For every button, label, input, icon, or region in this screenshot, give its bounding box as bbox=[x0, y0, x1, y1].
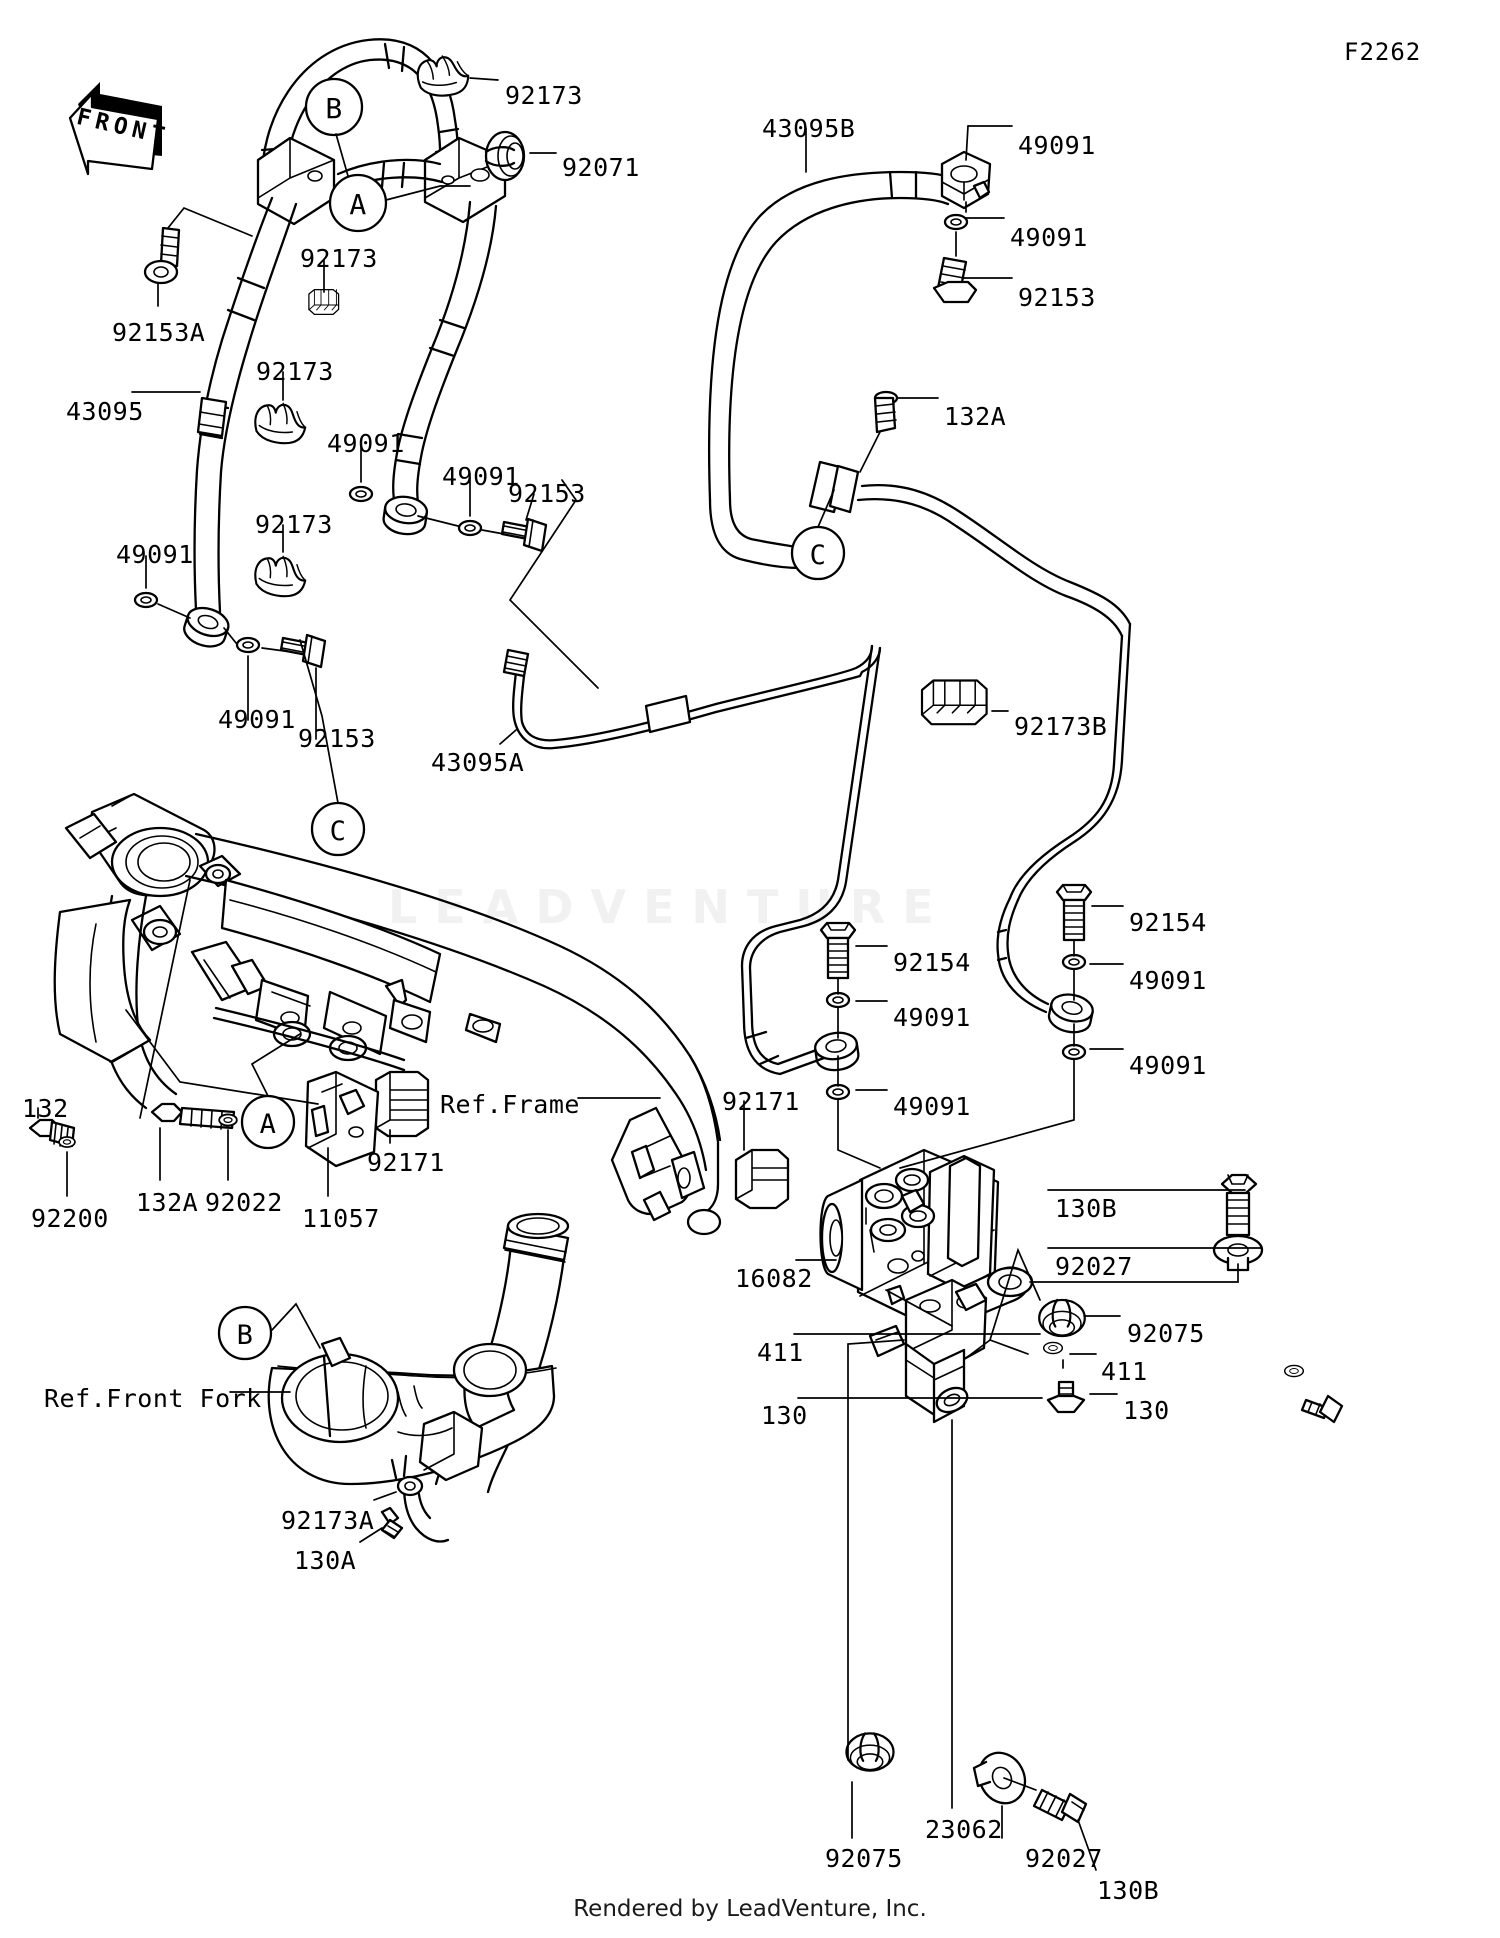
callout-c-2: C bbox=[329, 816, 347, 847]
clip-92173-top bbox=[413, 51, 473, 102]
grommet-92075-right bbox=[1038, 1298, 1086, 1338]
brake-hose-43095B bbox=[707, 150, 1132, 1037]
front-direction-arrow bbox=[68, 82, 162, 176]
part-label-49091: 49091 bbox=[442, 462, 520, 491]
washer-92200 bbox=[58, 1136, 76, 1148]
part-label-43095b: 43095B bbox=[762, 114, 856, 143]
part-label-49091: 49091 bbox=[218, 705, 296, 734]
part-label-92071: 92071 bbox=[562, 153, 640, 182]
bracket-11057 bbox=[304, 1070, 380, 1168]
part-label-92171: 92171 bbox=[722, 1087, 800, 1116]
part-label-43095a: 43095A bbox=[431, 748, 525, 777]
part-label-130a: 130A bbox=[294, 1546, 357, 1575]
clip-92173A bbox=[390, 1454, 450, 1543]
part-label-92075: 92075 bbox=[825, 1844, 903, 1873]
part-label-92153a: 92153A bbox=[112, 318, 206, 347]
part-label-92200: 92200 bbox=[31, 1204, 109, 1233]
part-label-411: 411 bbox=[757, 1338, 804, 1367]
washer-411-right bbox=[1283, 1364, 1305, 1378]
part-label-132: 132 bbox=[22, 1094, 69, 1123]
callout-c-1: C bbox=[809, 540, 827, 571]
part-label-92173: 92173 bbox=[505, 81, 583, 110]
bolt-130-left bbox=[1046, 1380, 1086, 1414]
part-label-49091: 49091 bbox=[1129, 966, 1207, 995]
part-label-49091: 49091 bbox=[116, 540, 194, 569]
washer-92027-upper bbox=[1212, 1234, 1264, 1272]
ref-front-fork-label: Ref.Front Fork bbox=[44, 1384, 262, 1413]
callout-b-1: B bbox=[325, 92, 343, 125]
leader-lines bbox=[37, 77, 1263, 1871]
part-label-132a: 132A bbox=[136, 1188, 199, 1217]
part-label-49091: 49091 bbox=[327, 429, 405, 458]
part-label-92173: 92173 bbox=[255, 510, 333, 539]
part-label-130b: 130B bbox=[1055, 1194, 1118, 1223]
part-label-49091: 49091 bbox=[893, 1092, 971, 1121]
part-label-92153: 92153 bbox=[1018, 283, 1096, 312]
part-label-49091: 49091 bbox=[893, 1003, 971, 1032]
part-label-92173a: 92173A bbox=[281, 1506, 375, 1535]
part-label-92153: 92153 bbox=[298, 724, 376, 753]
clip-92173-upper bbox=[308, 288, 340, 315]
part-label-49091: 49091 bbox=[1010, 223, 1088, 252]
part-label-11057: 11057 bbox=[302, 1204, 380, 1233]
part-label-130: 130 bbox=[1123, 1396, 1170, 1425]
part-label-130b: 130B bbox=[1097, 1876, 1160, 1905]
footer-credit: Rendered by LeadVenture, Inc. bbox=[573, 1896, 927, 1922]
part-label-92154: 92154 bbox=[1129, 908, 1207, 937]
part-label-92075: 92075 bbox=[1127, 1319, 1205, 1348]
callout-circles bbox=[217, 77, 846, 1361]
screw-130A bbox=[380, 1506, 404, 1540]
part-label-43095: 43095 bbox=[66, 397, 144, 426]
front-fork-assembly bbox=[267, 1212, 570, 1494]
part-label-16082: 16082 bbox=[735, 1264, 813, 1293]
part-label-411: 411 bbox=[1101, 1357, 1148, 1386]
diagram-code: F2262 bbox=[1344, 38, 1422, 66]
clip-92173-mid1 bbox=[254, 402, 307, 445]
callout-a-2: A bbox=[259, 1109, 277, 1140]
part-label-92171: 92171 bbox=[367, 1148, 445, 1177]
bolt-130B-bottom bbox=[1032, 1788, 1088, 1824]
part-label-49091: 49091 bbox=[1018, 131, 1096, 160]
clip-92173-mid2 bbox=[254, 555, 307, 598]
damper-92171-abs bbox=[734, 1148, 790, 1210]
ref-frame-label: Ref.Frame bbox=[440, 1090, 580, 1119]
part-label-130: 130 bbox=[761, 1401, 808, 1430]
abs-bracket-23062 bbox=[868, 1266, 1034, 1424]
part-label-92173b: 92173B bbox=[1014, 712, 1108, 741]
part-label-92154: 92154 bbox=[893, 948, 971, 977]
grommet-92071 bbox=[484, 130, 526, 182]
part-label-132a: 132A bbox=[944, 402, 1007, 431]
brake-pipe-43095A bbox=[502, 644, 882, 1076]
motorcycle-frame bbox=[53, 792, 722, 1236]
damper-92171-frame bbox=[374, 1070, 430, 1138]
clip-92173B bbox=[920, 679, 988, 726]
washer-92027-bottom bbox=[972, 1751, 1027, 1805]
bolt-130-right bbox=[1300, 1394, 1344, 1424]
washer-49091-b bbox=[457, 519, 483, 537]
part-label-92027: 92027 bbox=[1055, 1252, 1133, 1281]
part-label-92027: 92027 bbox=[1025, 1844, 1103, 1873]
bolt-92153A bbox=[143, 226, 181, 285]
washer-92022 bbox=[218, 1113, 238, 1127]
bolt-92153-right bbox=[932, 256, 978, 304]
bolt-132A-right bbox=[873, 390, 899, 434]
front-brake-hose-43095 bbox=[179, 38, 507, 653]
abs-modulator-16082 bbox=[819, 1148, 1000, 1328]
callout-b-2: B bbox=[236, 1320, 254, 1351]
part-label-23062: 23062 bbox=[925, 1815, 1003, 1844]
washer-49091-lower-left2 bbox=[235, 636, 261, 654]
part-label-92173: 92173 bbox=[300, 244, 378, 273]
washer-411-left bbox=[1042, 1341, 1064, 1355]
callout-a-1: A bbox=[349, 188, 367, 221]
part-label-49091: 49091 bbox=[1129, 1051, 1207, 1080]
washer-49091-lower-left bbox=[133, 591, 159, 609]
part-label-92173: 92173 bbox=[256, 357, 334, 386]
part-label-92022: 92022 bbox=[205, 1188, 283, 1217]
bolt-130B-upper bbox=[1220, 1173, 1258, 1237]
grommet-92075-bottom bbox=[845, 1732, 895, 1772]
part-label-92153: 92153 bbox=[508, 479, 586, 508]
bolt-92153-mid bbox=[500, 517, 548, 553]
washer-49091-a bbox=[348, 485, 374, 503]
